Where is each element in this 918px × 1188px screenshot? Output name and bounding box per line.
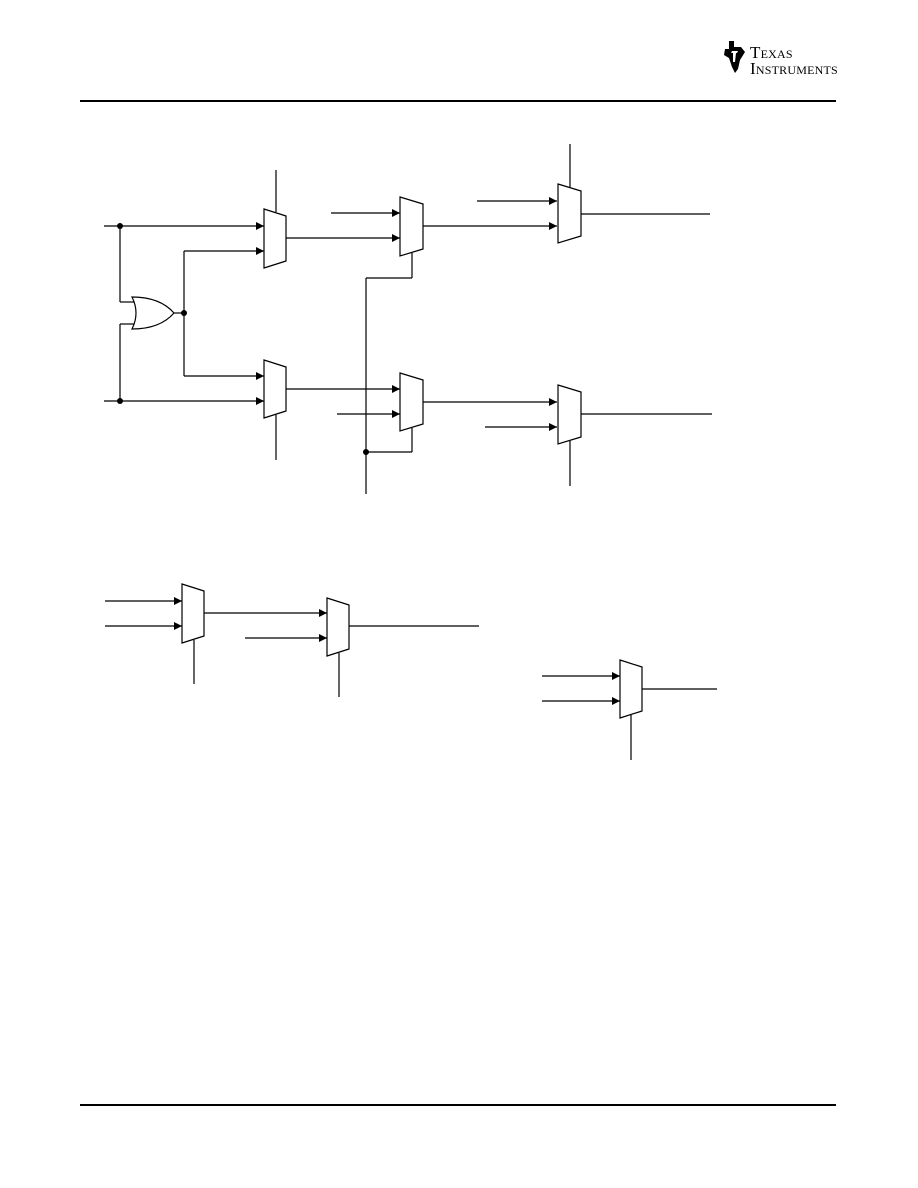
- mux-8: [326, 597, 350, 657]
- mux-2: [263, 359, 287, 419]
- mux-9: [619, 659, 643, 719]
- shared-select-line: [365, 253, 413, 494]
- brand-name-line2: Instruments: [750, 59, 838, 78]
- mux-3: [399, 196, 424, 257]
- footer-rule: [80, 1104, 836, 1106]
- junction-dot: [117, 398, 123, 404]
- mux-1: [263, 208, 287, 269]
- junction-dot: [117, 223, 123, 229]
- header-rule: [80, 100, 836, 102]
- input-line-b: [104, 323, 264, 405]
- junction-dot: [181, 310, 187, 316]
- or-gate: [131, 296, 175, 330]
- mux-5: [557, 183, 582, 244]
- brand-name-line1: Texas: [750, 43, 793, 62]
- input-line-a: [104, 222, 264, 303]
- mux-7: [181, 583, 205, 644]
- ti-texas-logo-icon: [724, 41, 745, 73]
- mux-6: [557, 384, 582, 445]
- or-gate-output-line: [174, 247, 264, 380]
- mux-4: [399, 372, 424, 432]
- junction-dot: [363, 449, 369, 455]
- brand-logo: Texas Instruments: [722, 38, 840, 82]
